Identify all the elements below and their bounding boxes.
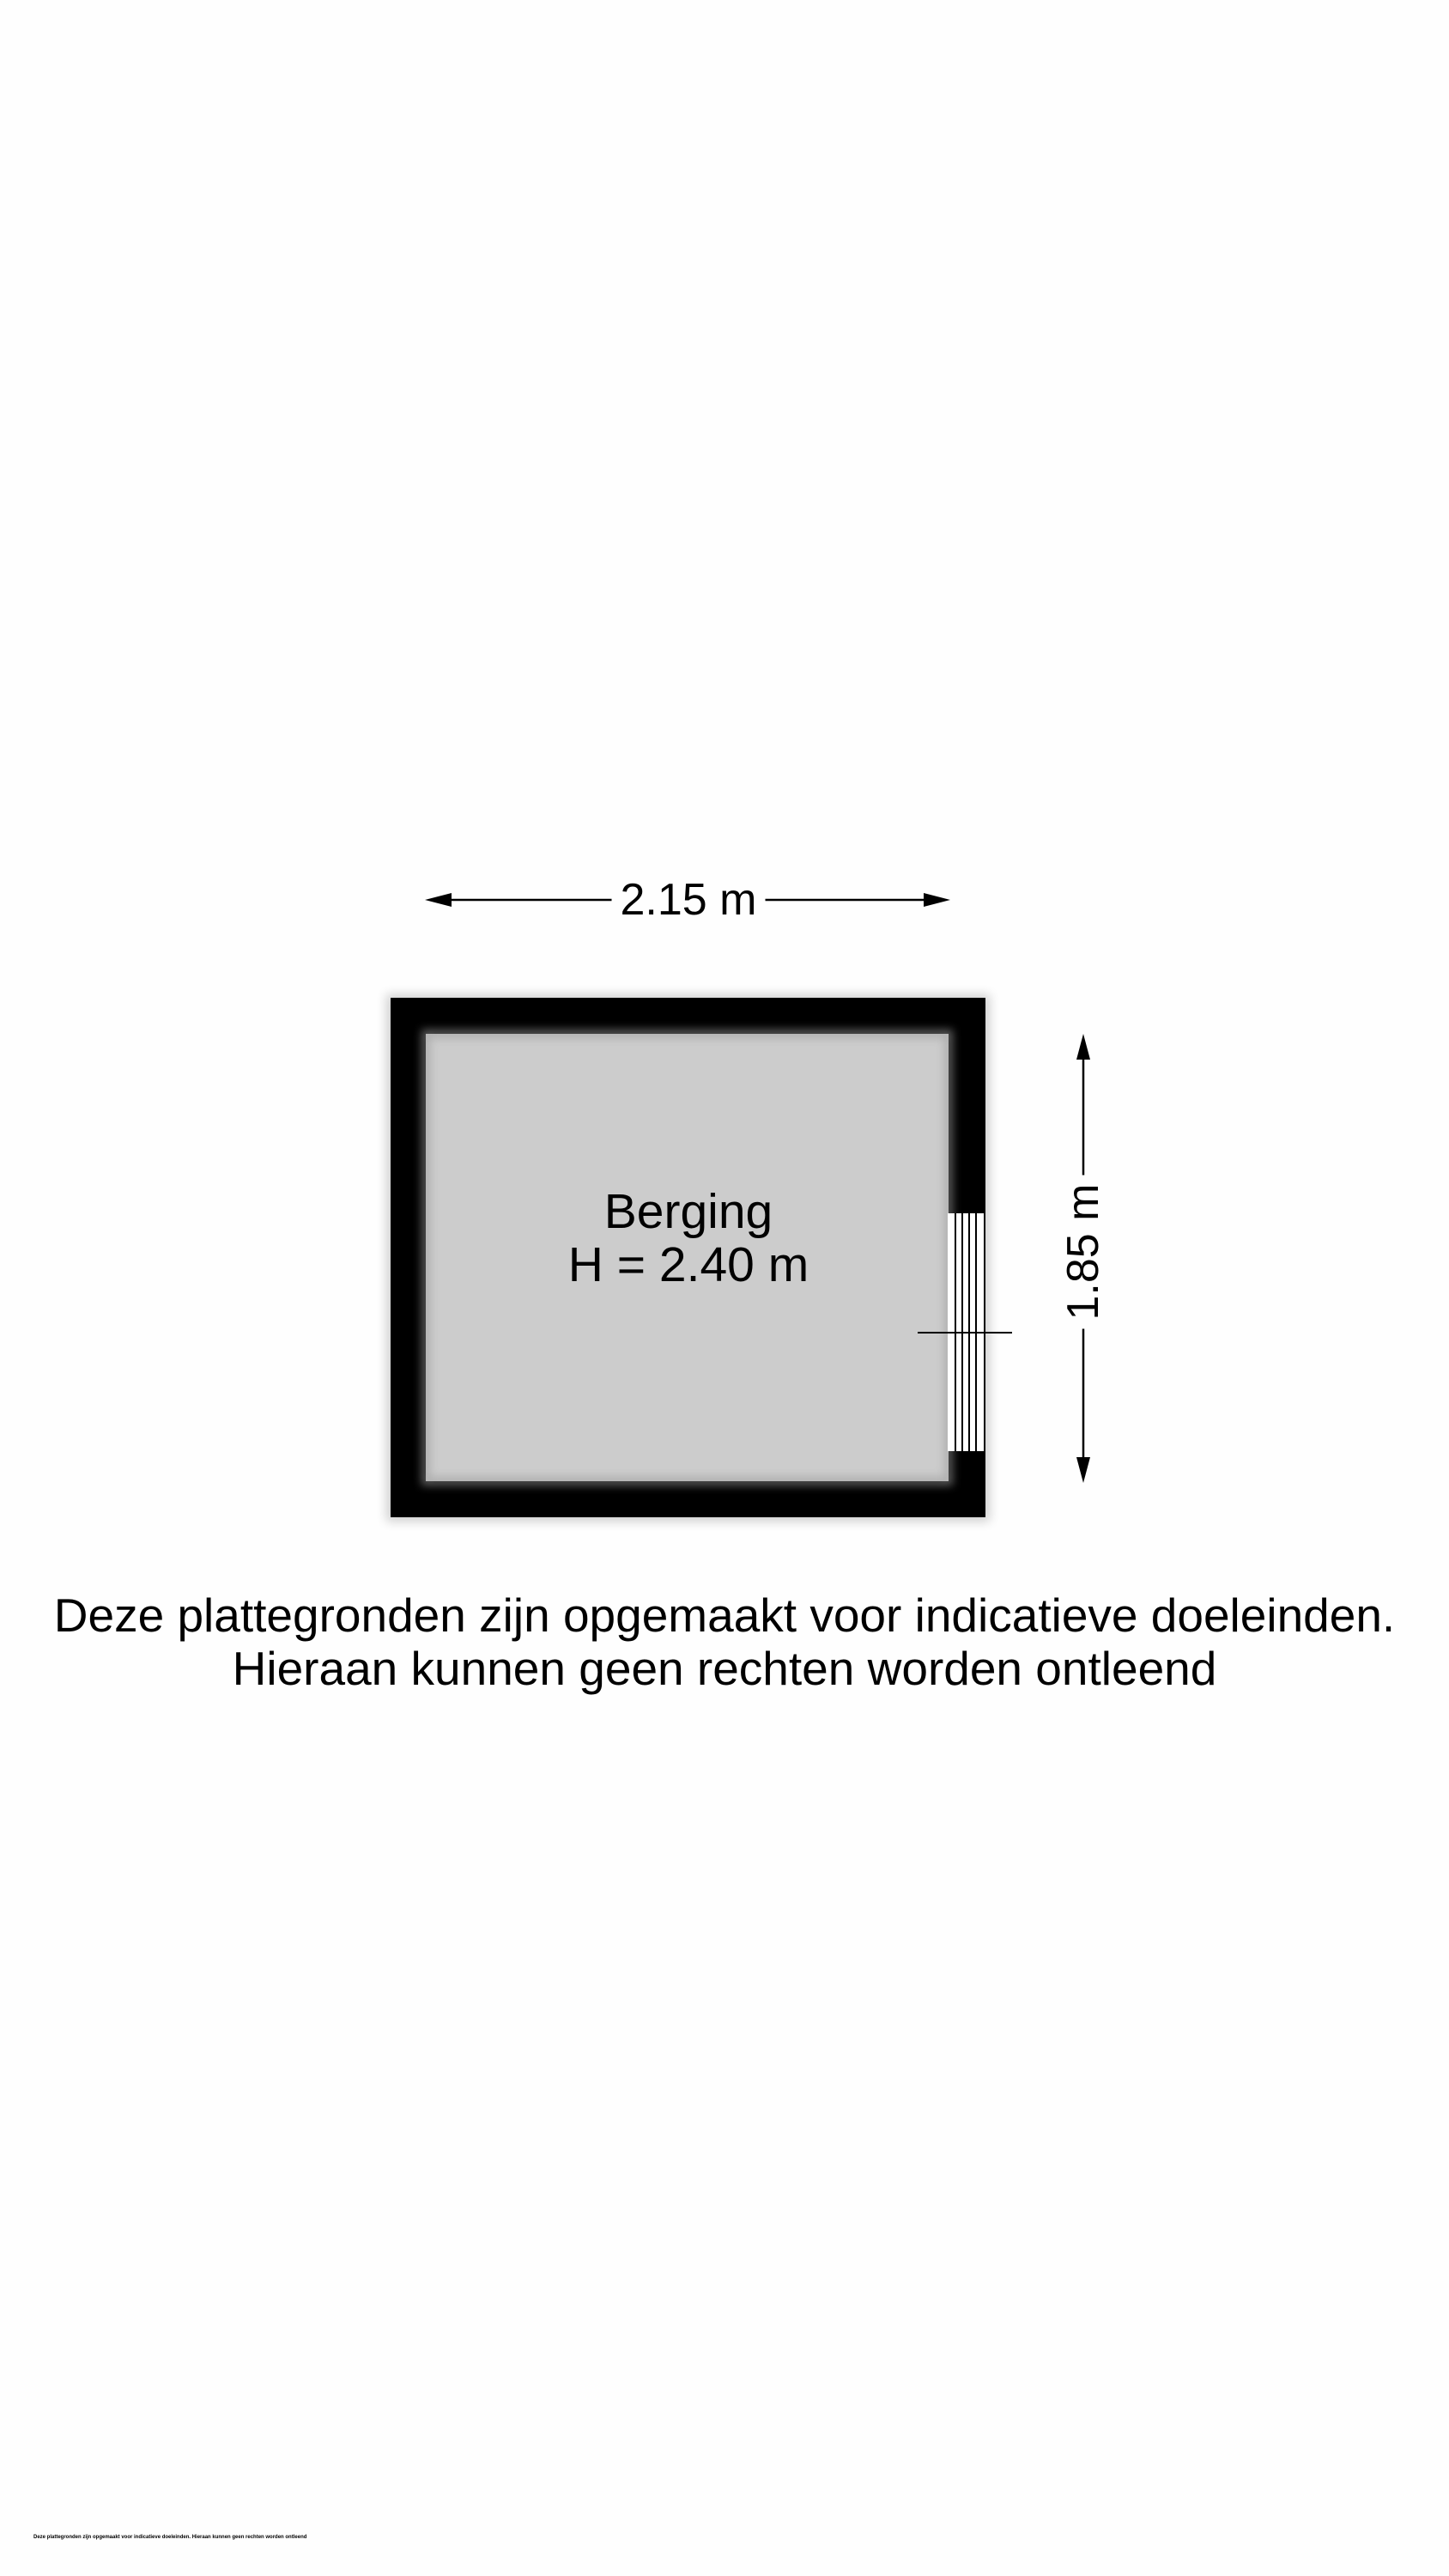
arrow-right-icon [924, 893, 950, 907]
disclaimer: Deze plattegronden zijn opgemaakt voor i… [0, 1589, 1449, 1695]
room-floor [426, 1034, 949, 1481]
footnote-disclaimer: Deze plattegronden zijn opgemaakt voor i… [33, 2535, 307, 2540]
window [918, 1213, 1012, 1451]
room-height: H = 2.40 m [567, 1237, 809, 1292]
room-name: Berging [603, 1184, 773, 1239]
disclaimer-line-1: Deze plattegronden zijn opgemaakt voor i… [53, 1589, 1396, 1642]
arrow-down-icon [1076, 1457, 1090, 1483]
depth-dimension-label: 1.85 m [1058, 1175, 1108, 1329]
room-label: Berging H = 2.40 m [517, 1185, 860, 1291]
disclaimer-line-2: Hieraan kunnen geen rechten worden ontle… [232, 1642, 1217, 1695]
arrow-up-icon [1076, 1034, 1090, 1060]
arrow-left-icon [425, 893, 452, 907]
width-dimension-label: 2.15 m [611, 878, 766, 922]
